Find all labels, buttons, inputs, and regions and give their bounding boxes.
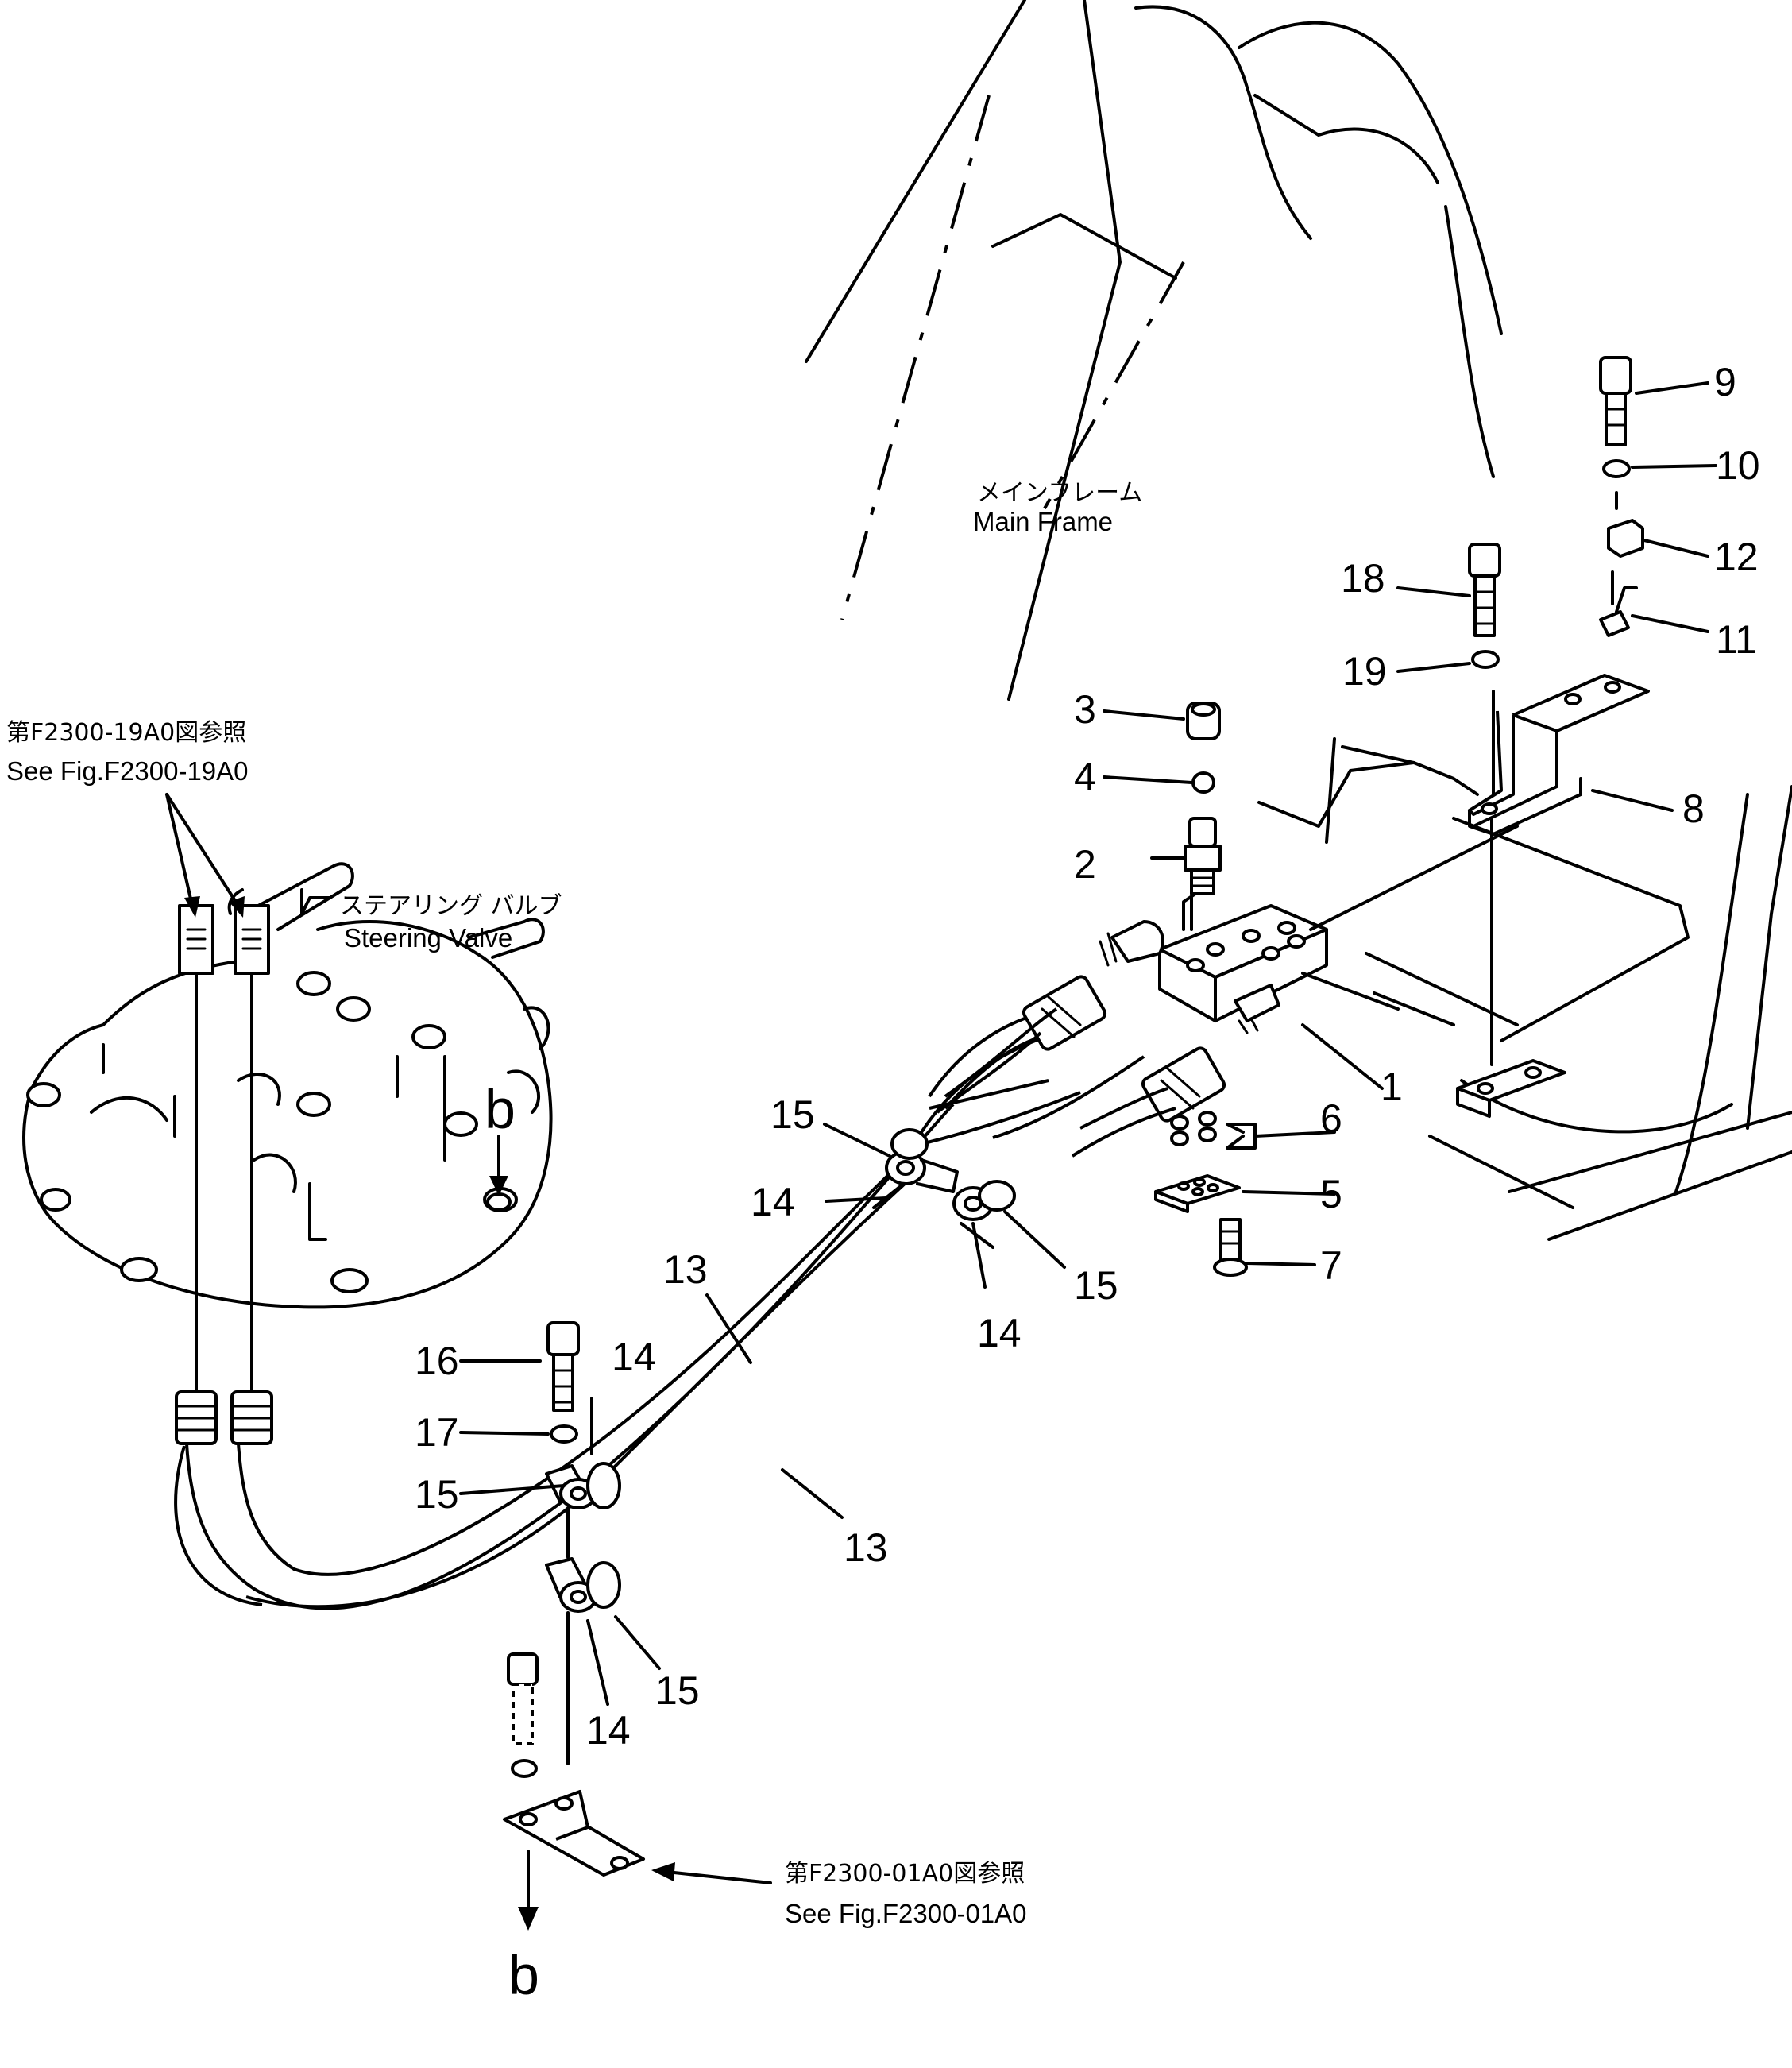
- bracket-8: [1468, 674, 1650, 836]
- ref-bottom-label-jp: 第F2300-01A0図参照: [785, 1860, 1025, 1888]
- steering-valve-label-jp: ステアリング バルブ: [340, 892, 562, 920]
- plate-5: [1154, 1174, 1241, 1213]
- lower-bracket-8: [1456, 817, 1566, 1118]
- callout-2: 2: [1074, 842, 1096, 887]
- main-frame-label-jp: メインフレーム: [977, 479, 1142, 507]
- view-mark-top: b: [485, 1078, 516, 1140]
- callout-4: 4: [1074, 755, 1096, 799]
- callout-10: 10: [1716, 443, 1760, 488]
- lower-bracket: [503, 1790, 645, 1877]
- clamp-upper-left: [885, 1128, 959, 1193]
- ref-bottom-label-en: See Fig.F2300-01A0: [785, 1899, 1027, 1928]
- view-arrow-top: [486, 1135, 512, 1212]
- callout-16: 16: [415, 1339, 459, 1383]
- nut-3: [1186, 702, 1221, 740]
- callout-14-d: 14: [586, 1708, 631, 1753]
- hose-assemblies: [174, 975, 1226, 1610]
- callout-14-b: 14: [977, 1311, 1022, 1355]
- spacer-12: [1607, 519, 1644, 558]
- callout-14-a: 14: [751, 1180, 795, 1224]
- washer-17: [550, 1424, 578, 1444]
- steering-valve-label-en: Steering Valve: [344, 923, 512, 953]
- callout-13-b: 13: [844, 1525, 888, 1570]
- callout-17: 17: [415, 1410, 459, 1455]
- callout-11b: 11: [1716, 617, 1757, 662]
- callout-15-d: 15: [655, 1668, 700, 1713]
- callout-8: 8: [1682, 787, 1705, 831]
- clamp-lower-bottom: [545, 1506, 621, 1765]
- callout-6: 6: [1320, 1096, 1342, 1141]
- callout-9: 9: [1714, 360, 1736, 404]
- view-arrow-bottom: [518, 1850, 539, 1931]
- callout-14-c: 14: [612, 1335, 656, 1379]
- screw-7: [1213, 1218, 1248, 1277]
- callout-7: 7: [1320, 1243, 1342, 1288]
- main-frame-outline: [805, 0, 1792, 1241]
- plug-4: [1191, 771, 1215, 794]
- lock-11: [1599, 570, 1638, 637]
- clamp-upper-right: [952, 1180, 1016, 1221]
- bolt-18: [1468, 543, 1501, 637]
- callout-3: 3: [1074, 687, 1096, 732]
- washer-19: [1471, 650, 1500, 669]
- ref-top-arrows: [165, 793, 245, 918]
- callout-5: 5: [1320, 1172, 1342, 1216]
- callout-18: 18: [1341, 556, 1385, 601]
- callout-15-b: 15: [1074, 1263, 1118, 1308]
- bolt-16: [546, 1321, 580, 1412]
- callout-15-c: 15: [415, 1472, 459, 1517]
- valve-leader-lines: [195, 972, 253, 1408]
- ref-bottom-leader: [658, 1869, 772, 1884]
- clamp-lower-top: [545, 1462, 621, 1509]
- lower-bolt: [507, 1652, 539, 1745]
- fitting-2: [1184, 817, 1222, 895]
- block-1: [1099, 825, 1519, 1034]
- callout-leaders: [459, 381, 1717, 1706]
- callout-12: 12: [1714, 535, 1759, 579]
- view-mark-bottom: b: [508, 1944, 539, 2006]
- lower-washer: [511, 1759, 538, 1778]
- steering-leader: [300, 896, 331, 915]
- seals-6: [1170, 1111, 1217, 1146]
- callout-15-a: 15: [770, 1092, 815, 1137]
- bolt-9: [1599, 356, 1632, 446]
- main-frame-label-en: Main Frame: [973, 507, 1113, 536]
- ref-top-label-en: See Fig.F2300-19A0: [6, 756, 249, 786]
- ref-top-label-jp: 第F2300-19A0図参照: [6, 719, 246, 747]
- callout-13-a: 13: [663, 1247, 708, 1292]
- callout-1: 1: [1381, 1065, 1403, 1109]
- callout-19: 19: [1342, 649, 1387, 694]
- washer-10: [1602, 459, 1631, 478]
